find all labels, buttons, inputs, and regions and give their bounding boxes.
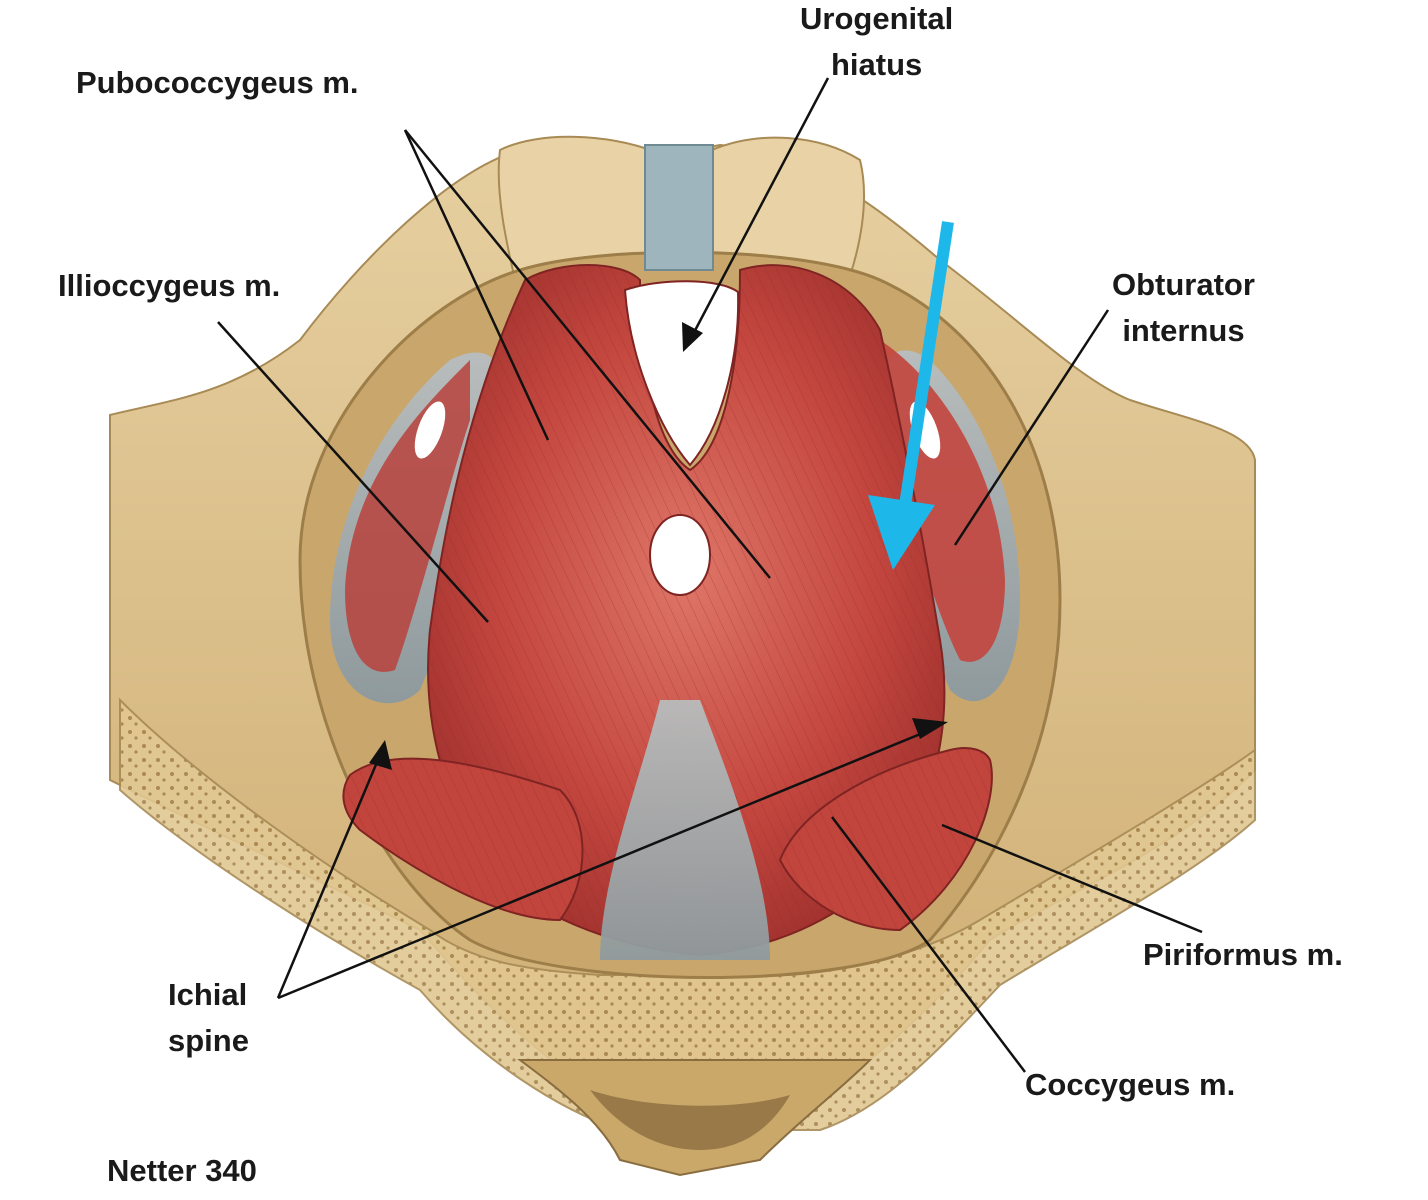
callout-ichial-spine-right (277, 726, 936, 1000)
callout-lines (217, 77, 1203, 1073)
label-pubococcygeus: Pubococcygeus m. (76, 65, 359, 100)
callout-illiococcygeus (217, 321, 489, 623)
urogenital-hiatus-opening (623, 280, 740, 467)
black-arrowhead-icon (369, 322, 948, 770)
label-urogenital-hiatus: Urogenital hiatus (800, 1, 954, 82)
callout-piriformus (941, 823, 1203, 934)
callout-pubococcygeus-b (404, 129, 771, 579)
arrowhead-ichial-spine-left (369, 740, 392, 770)
callout-pubococcygeus-a (403, 129, 550, 441)
obturator-canal-left (414, 401, 446, 459)
anal-opening (649, 514, 711, 596)
muscle-fibres (428, 265, 945, 955)
callout-ichial-spine-left (276, 754, 382, 999)
label-piriformus: Piriformus m. (1143, 937, 1343, 972)
label-coccygeus: Coccygeus m. (1025, 1067, 1236, 1102)
blue-arrow-icon (868, 221, 954, 570)
label-ichial-spine: Ichial spine (168, 977, 249, 1058)
callout-obturator-internus (953, 309, 1110, 546)
label-obturator-internus: Obturator internus (1112, 267, 1255, 348)
callout-coccygeus (831, 816, 1026, 1073)
label-source-citation: Netter 340 (107, 1153, 257, 1188)
callout-urogenital-hiatus (688, 77, 830, 341)
label-illiococcygeus: Illioccygeus m. (58, 268, 281, 303)
arrowhead-ichial-spine-right (912, 718, 948, 739)
pubic-symphysis (644, 144, 714, 271)
arrowhead-urogenital-hiatus (682, 322, 703, 352)
